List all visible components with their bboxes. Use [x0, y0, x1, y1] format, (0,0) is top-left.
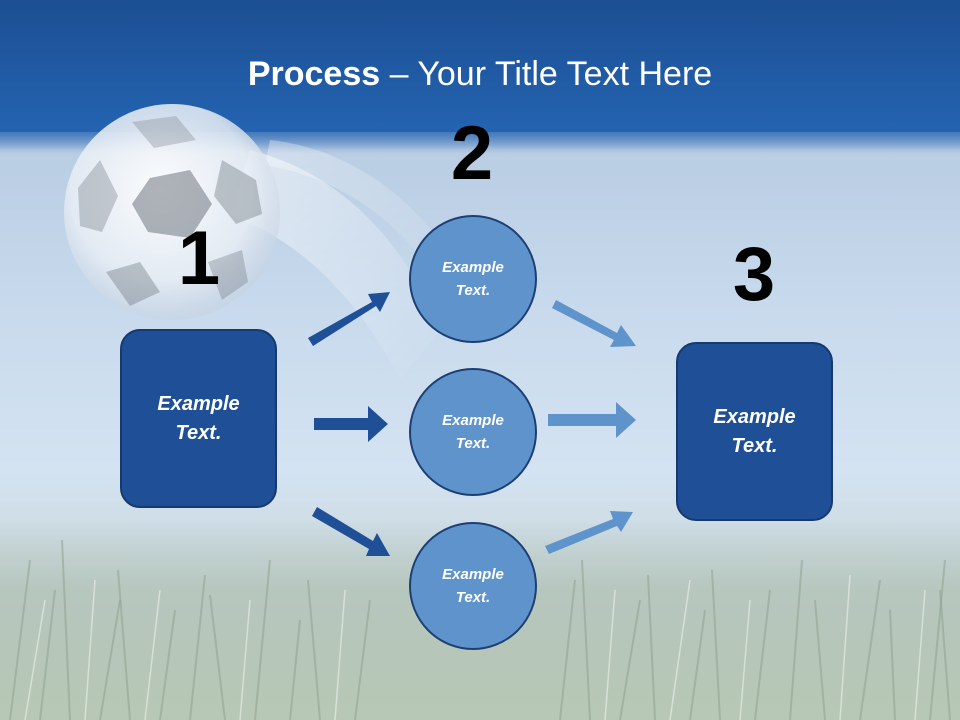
circle-label: Example Text.: [442, 412, 504, 452]
start-box-label: Example Text.: [157, 392, 240, 444]
arrow-out-bottom-icon: [545, 511, 633, 554]
process-circle-middle: Example Text.: [409, 368, 537, 496]
step-number-3: 3: [732, 232, 776, 317]
step-number-1: 1: [177, 216, 221, 301]
arrow-in-middle-icon: [314, 406, 388, 442]
circle-label: Example Text.: [442, 566, 504, 606]
arrow-out-top-icon: [552, 300, 636, 347]
arrow-in-bottom-icon: [312, 507, 390, 556]
arrows-in: [308, 292, 390, 556]
start-box: Example Text.: [120, 329, 277, 508]
title-bold: Process: [247, 55, 381, 93]
soccer-ball-icon: [64, 104, 280, 320]
arrow-in-top-icon: [308, 292, 390, 346]
process-circle-bottom: Example Text.: [409, 522, 537, 650]
title-separator: –: [380, 55, 418, 93]
arrows-out: [545, 300, 636, 554]
title-rest: Your Title Text Here: [417, 55, 713, 93]
step-number-2: 2: [450, 111, 494, 196]
page-title: Process – Your Title Text Here: [0, 52, 960, 96]
end-box-label: Example Text.: [713, 405, 796, 457]
process-circle-top: Example Text.: [409, 215, 537, 343]
end-box: Example Text.: [676, 342, 833, 521]
arrow-out-middle-icon: [548, 402, 636, 438]
circle-label: Example Text.: [442, 259, 504, 299]
